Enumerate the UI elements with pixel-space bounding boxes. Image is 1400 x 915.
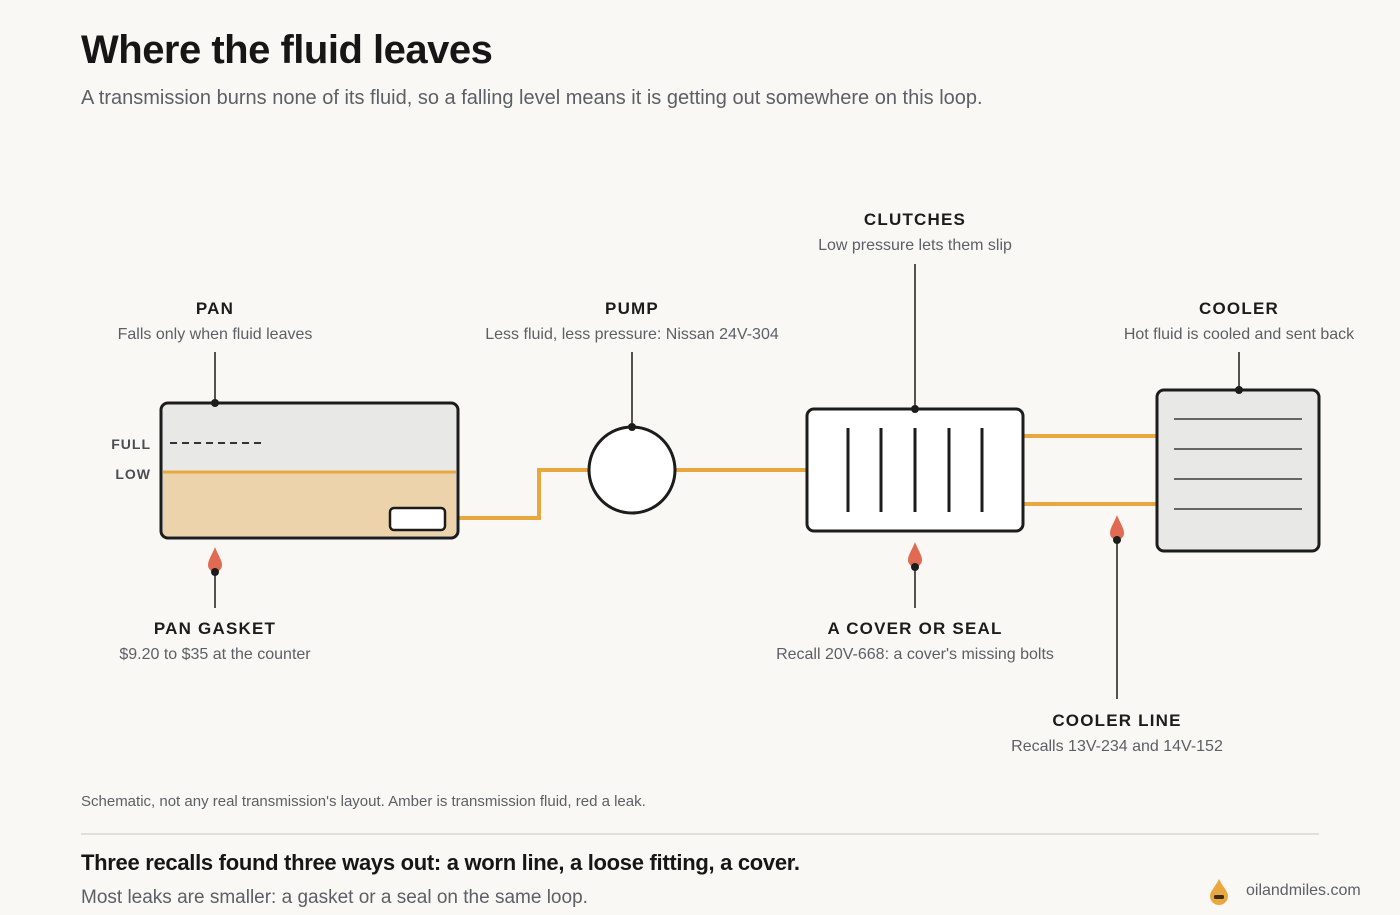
pan-caption: Falls only when fluid leaves (118, 326, 313, 343)
cover-seal-label: A COVER OR SEAL (827, 619, 1002, 638)
page-title: Where the fluid leaves (81, 28, 493, 72)
brand-name[interactable]: oilandmiles.com (1246, 882, 1361, 899)
cooler-caption: Hot fluid is cooled and sent back (1124, 326, 1355, 343)
clutches (805, 407, 1025, 533)
cooler-fins (1174, 418, 1302, 510)
cover-seal-leak (908, 542, 922, 608)
pan (159, 401, 460, 540)
cooler-line-caption: Recalls 13V-234 and 14V-152 (1011, 738, 1223, 755)
cooler-label: COOLER (1199, 299, 1279, 318)
pump (587, 425, 677, 515)
cover-seal-caption: Recall 20V-668: a cover's missing bolts (776, 646, 1054, 663)
pan-filter (388, 506, 447, 532)
brand[interactable]: oilandmiles.com (1206, 876, 1361, 906)
pan-to-pump-line (446, 468, 590, 520)
pump-label: PUMP (605, 299, 659, 318)
leak-drop-icon (1110, 515, 1124, 540)
cooler-line-label: COOLER LINE (1052, 711, 1181, 730)
pan-gasket-label: PAN GASKET (154, 619, 276, 638)
oil-drop-icon (1210, 879, 1228, 905)
divider (81, 833, 1319, 835)
takeaway-headline: Three recalls found three ways out: a wo… (81, 850, 800, 875)
pan-outline (159, 401, 460, 540)
fluid-lines (446, 434, 1158, 520)
cooler-body (1155, 388, 1321, 553)
clutches-caption: Low pressure lets them slip (818, 237, 1012, 254)
schematic-note: Schematic, not any real transmission's l… (81, 793, 646, 810)
pan-gasket-caption: $9.20 to $35 at the counter (119, 646, 311, 663)
full-level-label: FULL (111, 436, 151, 452)
cooler (1155, 388, 1321, 553)
component-leaders (211, 264, 1243, 431)
takeaway-subtext: Most leaks are smaller: a gasket or a se… (81, 887, 588, 908)
pan-label: PAN (196, 299, 234, 318)
pump-caption: Less fluid, less pressure: Nissan 24V-30… (485, 326, 779, 343)
clutch-plates (846, 428, 984, 512)
fluid-loop-diagram: FULL LOW (111, 210, 1355, 755)
leak-drop-icon (908, 542, 922, 567)
clutches-label: CLUTCHES (864, 210, 966, 229)
leak-markers (208, 515, 1124, 699)
pan-gasket-leak (208, 547, 222, 608)
low-level-label: LOW (115, 466, 151, 482)
page-subtitle: A transmission burns none of its fluid, … (81, 87, 983, 109)
leak-drop-icon (208, 547, 222, 572)
cooler-line-leak (1110, 515, 1124, 699)
